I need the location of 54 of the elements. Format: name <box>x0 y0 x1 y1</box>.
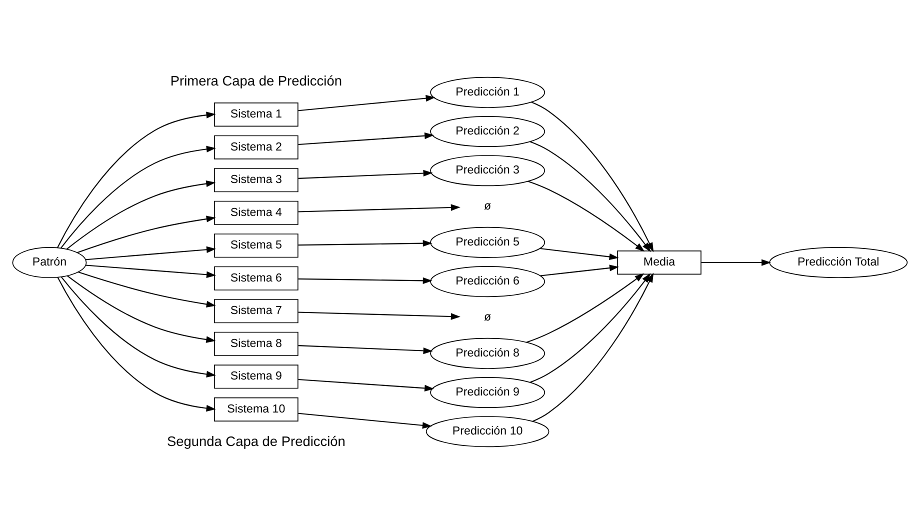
node-box: Sistema 1 <box>214 102 298 127</box>
arrow <box>298 412 432 429</box>
node-ellipse: Predicción 5 <box>430 226 546 258</box>
node-ellipse: Predicción 10 <box>426 416 550 448</box>
arrow <box>298 277 432 284</box>
node-box: Sistema 9 <box>214 364 298 389</box>
arrow <box>298 132 434 146</box>
arrow <box>540 248 619 260</box>
arrow <box>298 170 433 179</box>
arrow <box>57 276 216 412</box>
arrow <box>701 259 772 266</box>
arrow <box>86 264 216 278</box>
node-box: Sistema 10 <box>214 397 298 422</box>
node-box: Sistema 8 <box>214 332 298 356</box>
arrow <box>298 312 460 320</box>
arrow <box>60 146 216 249</box>
node-ellipse: Predicción 2 <box>430 116 546 148</box>
arrow <box>77 216 216 254</box>
arrow <box>532 272 654 422</box>
label: Primera Capa de Predicción <box>170 73 342 88</box>
arrow <box>298 94 436 112</box>
node-box: Sistema 6 <box>214 266 298 290</box>
node-ellipse: Predicción 6 <box>430 266 546 298</box>
arrow <box>78 271 216 308</box>
arrow <box>66 180 216 250</box>
node-box: Sistema 3 <box>214 168 298 192</box>
node-box: Sistema 5 <box>214 234 298 258</box>
arrow <box>298 204 460 212</box>
arrow <box>66 275 216 343</box>
label: Segunda Capa de Predicción <box>166 434 346 449</box>
node-box: Media <box>617 250 702 275</box>
arrow <box>298 240 432 247</box>
node-text: ø <box>484 310 492 324</box>
node-box: Sistema 4 <box>214 200 298 225</box>
node-ellipse: Predicción 9 <box>430 376 546 408</box>
arrow <box>60 276 216 378</box>
arrow <box>540 264 620 276</box>
arrow <box>530 273 651 383</box>
arrow <box>528 180 645 252</box>
arrow <box>526 273 644 343</box>
node-text: ø <box>484 199 492 212</box>
node-box: Sistema 7 <box>214 299 298 324</box>
node-ellipse: Predicción 1 <box>430 76 546 108</box>
arrow <box>298 345 433 354</box>
arrow <box>530 141 651 252</box>
node-box: Sistema 2 <box>214 135 298 160</box>
node-ellipse: Predicción 3 <box>430 155 546 186</box>
arrow <box>86 246 216 260</box>
arrow <box>530 102 654 252</box>
node-ellipse: Predicción Total <box>769 247 908 278</box>
arrow <box>298 378 434 392</box>
node-ellipse: Predicción 8 <box>430 338 546 369</box>
arrow <box>57 112 216 248</box>
node-ellipse: Patrón <box>12 247 87 278</box>
